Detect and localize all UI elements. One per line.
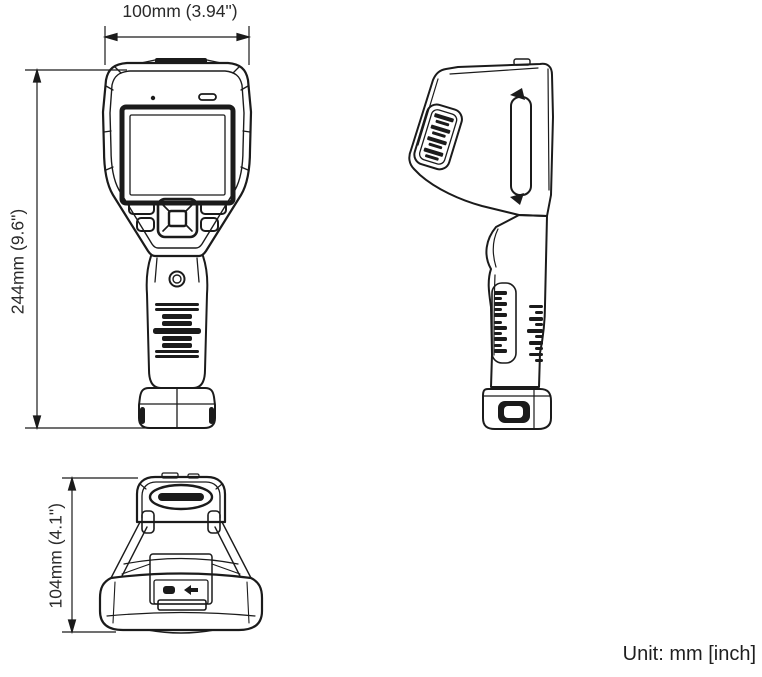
bottom-slot	[157, 599, 207, 611]
head-side-outline	[408, 62, 554, 217]
arrowhead-top	[67, 475, 77, 491]
battery-outline	[138, 387, 216, 429]
top-flare	[110, 521, 252, 579]
grip-inner-line	[492, 228, 499, 356]
head-inner-lines	[417, 67, 539, 146]
led-slot	[198, 93, 217, 101]
cap-notch-left	[161, 472, 179, 479]
cap-outer-outline	[135, 475, 227, 524]
top-tab	[513, 58, 531, 66]
trigger-button-inner	[172, 274, 182, 284]
strap-hook-top	[510, 88, 525, 100]
top-base	[98, 553, 264, 634]
camera-head-front	[101, 58, 253, 258]
screen-bezel	[119, 104, 236, 206]
dim-depth-label: 104mm (4.1")	[45, 503, 66, 609]
lens-vent-panel	[413, 103, 463, 171]
right-wide-button	[200, 201, 227, 215]
dim-width-label: 100mm (3.94")	[122, 1, 238, 21]
microphone-dot	[150, 95, 156, 101]
back-inner-line	[547, 68, 550, 191]
head-inner-outline	[109, 70, 245, 249]
base-bottom-arc	[147, 629, 215, 634]
arrowhead-bottom	[32, 415, 42, 431]
base-outline	[98, 572, 264, 632]
trigger-button-outer	[168, 270, 186, 288]
handle-front	[145, 255, 209, 389]
arrowhead-left	[102, 32, 118, 42]
arrowhead-right	[236, 32, 252, 42]
screen-display	[129, 114, 226, 196]
left-small-button	[136, 217, 155, 232]
battery-clip-left	[140, 407, 145, 424]
button-cluster	[128, 197, 227, 239]
camera-head-side	[408, 58, 554, 217]
left-wide-button	[128, 201, 155, 215]
body-side	[485, 214, 548, 388]
arrowhead-bottom	[67, 619, 77, 635]
flare-diagonals	[121, 563, 241, 575]
cap-notch-right	[187, 473, 200, 479]
top-view-drawing	[98, 472, 264, 634]
brand-logo-text	[158, 493, 204, 501]
battery-latch-inner	[504, 406, 523, 418]
battery-front	[138, 387, 216, 429]
body-outline	[485, 214, 548, 388]
brand-logo-oval	[148, 483, 214, 511]
port-panel	[153, 579, 209, 605]
battery-clip-right	[209, 407, 214, 424]
battery-side-lines	[483, 388, 551, 430]
dpad-bevels	[162, 204, 193, 232]
strap-lug-right	[207, 510, 221, 534]
cap-inner-outline	[141, 481, 221, 519]
connector-icon	[184, 585, 198, 595]
battery-side-outline	[482, 388, 552, 430]
front-view-drawing	[101, 58, 253, 429]
dpad-outer	[156, 197, 199, 239]
cap-facet-lines	[139, 483, 223, 490]
mid-facet-curve	[123, 557, 239, 565]
ok-button	[167, 209, 188, 228]
height-dimension-lines	[25, 67, 160, 431]
front-grip-panel	[491, 282, 517, 364]
width-dimension-lines	[102, 26, 252, 65]
base-side-facets	[112, 581, 250, 624]
strap-channel	[510, 96, 532, 196]
lens-vent-slats	[423, 113, 454, 161]
right-small-button	[200, 217, 219, 232]
depth-dimension-lines	[62, 475, 138, 635]
side-view-drawing	[408, 58, 554, 430]
back-grip-ribs	[527, 305, 543, 362]
dim-height-label: 244mm (9.6")	[7, 208, 28, 315]
battery-lines	[138, 387, 216, 429]
grip-ribs	[153, 303, 201, 358]
flare-edges	[110, 521, 252, 579]
base-inner-curve	[106, 611, 256, 617]
neck-inner-lines	[154, 257, 200, 283]
strap-lug-left	[141, 510, 155, 534]
strap-hook-bottom	[510, 193, 524, 205]
arrowhead-top	[32, 67, 42, 83]
head-outer-outline	[101, 61, 253, 258]
battery-side	[482, 388, 552, 430]
front-grip-ribs	[494, 291, 507, 353]
top-cap	[135, 472, 227, 534]
unit-note: Unit: mm [inch]	[622, 643, 756, 665]
usb-port-icon	[163, 586, 175, 594]
